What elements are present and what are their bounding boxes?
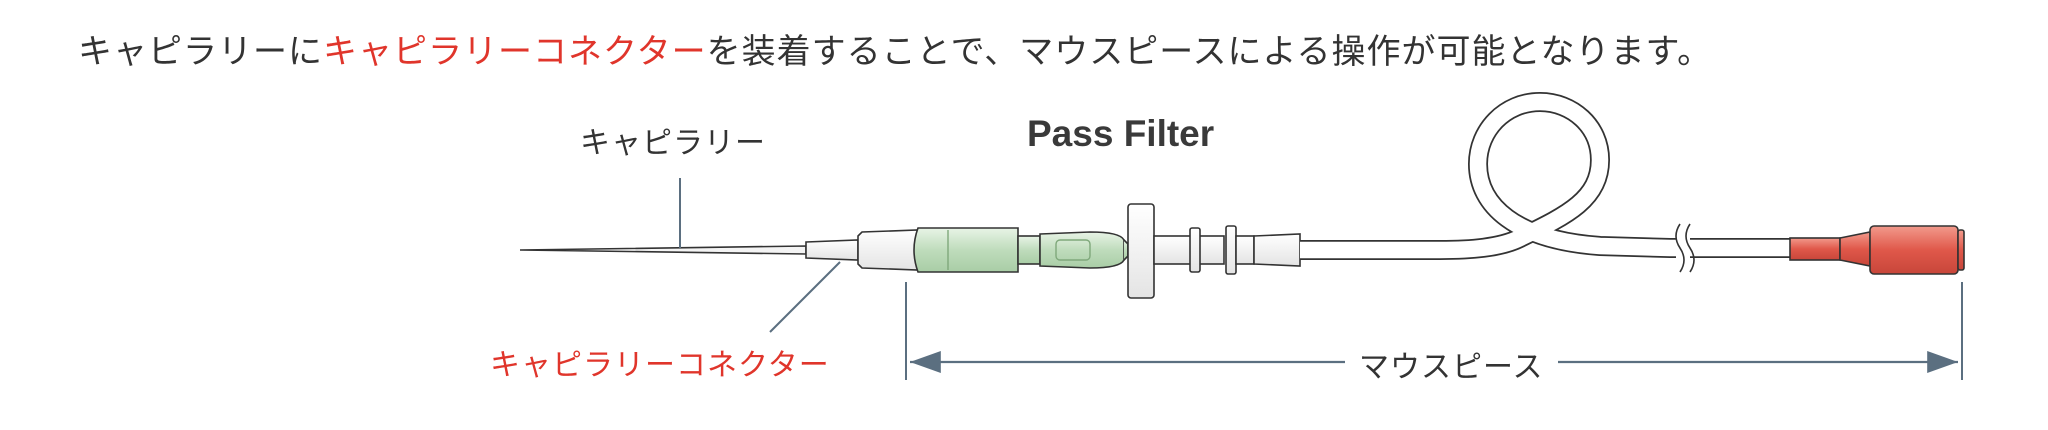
capillary-label: キャピラリー [580, 126, 766, 161]
mouthpiece-tube [1300, 91, 1880, 260]
green-connector [913, 227, 1129, 273]
capillary-connector-label: キャピラリーコネクター [490, 348, 830, 383]
intro-suffix: を装着することで、マウスピースによる操作が可能となります。 [706, 32, 1713, 72]
capillary-connector-body [805, 239, 859, 261]
intro-prefix: キャピラリーに [78, 32, 323, 72]
intro-sentence: キャピラリーにキャピラリーコネクターを装着することで、マウスピースによる操作が可… [78, 24, 1712, 73]
mouthpiece-label: マウスピース [1345, 342, 1558, 386]
tube-break-mark [1675, 223, 1695, 273]
diagram-title: Pass Filter [1027, 113, 1215, 154]
capillary-needle [519, 245, 807, 255]
capillary-connector-leader-line [769, 261, 841, 333]
filter-flange [1127, 203, 1301, 299]
red-end-piece [1789, 225, 1965, 275]
intro-highlight: キャピラリーコネクター [323, 32, 707, 72]
